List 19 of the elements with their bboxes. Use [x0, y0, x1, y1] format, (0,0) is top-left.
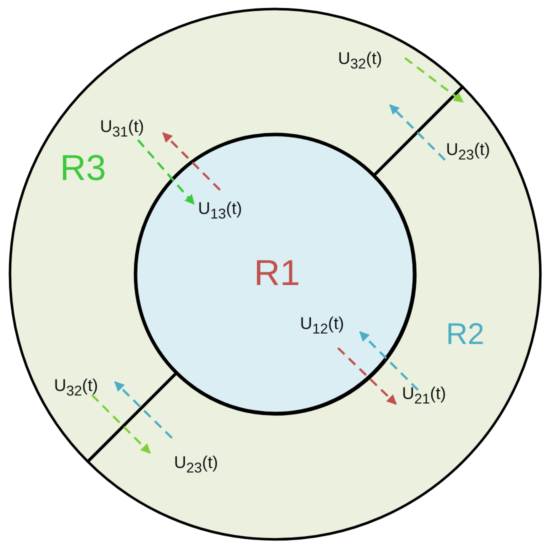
region-label: R3 — [60, 150, 106, 186]
dashed-arrow — [137, 139, 195, 205]
dashed-arrow — [114, 381, 173, 439]
dashed-arrow — [162, 132, 221, 191]
region-label: R1 — [254, 255, 300, 291]
edge-label: U$_{23}$(t) — [174, 454, 218, 476]
edge-label: U$_{31}$(t) — [100, 118, 144, 140]
dashed-arrow — [404, 57, 464, 103]
edge-label: U$_{32}$(t) — [54, 377, 98, 399]
edge-label: U$_{23}$(t) — [446, 141, 490, 163]
edge-label: U$_{32}$(t) — [338, 50, 382, 72]
edge-label: U$_{13}$(t) — [198, 200, 242, 222]
dashed-arrow — [389, 104, 446, 161]
dashed-arrow — [337, 347, 397, 405]
dashed-arrow — [91, 394, 151, 454]
dashed-arrow — [359, 331, 419, 391]
region-label: R2 — [446, 320, 484, 350]
edge-label: U$_{21}$(t) — [402, 385, 446, 407]
edge-label: U$_{12}$(t) — [300, 315, 344, 337]
